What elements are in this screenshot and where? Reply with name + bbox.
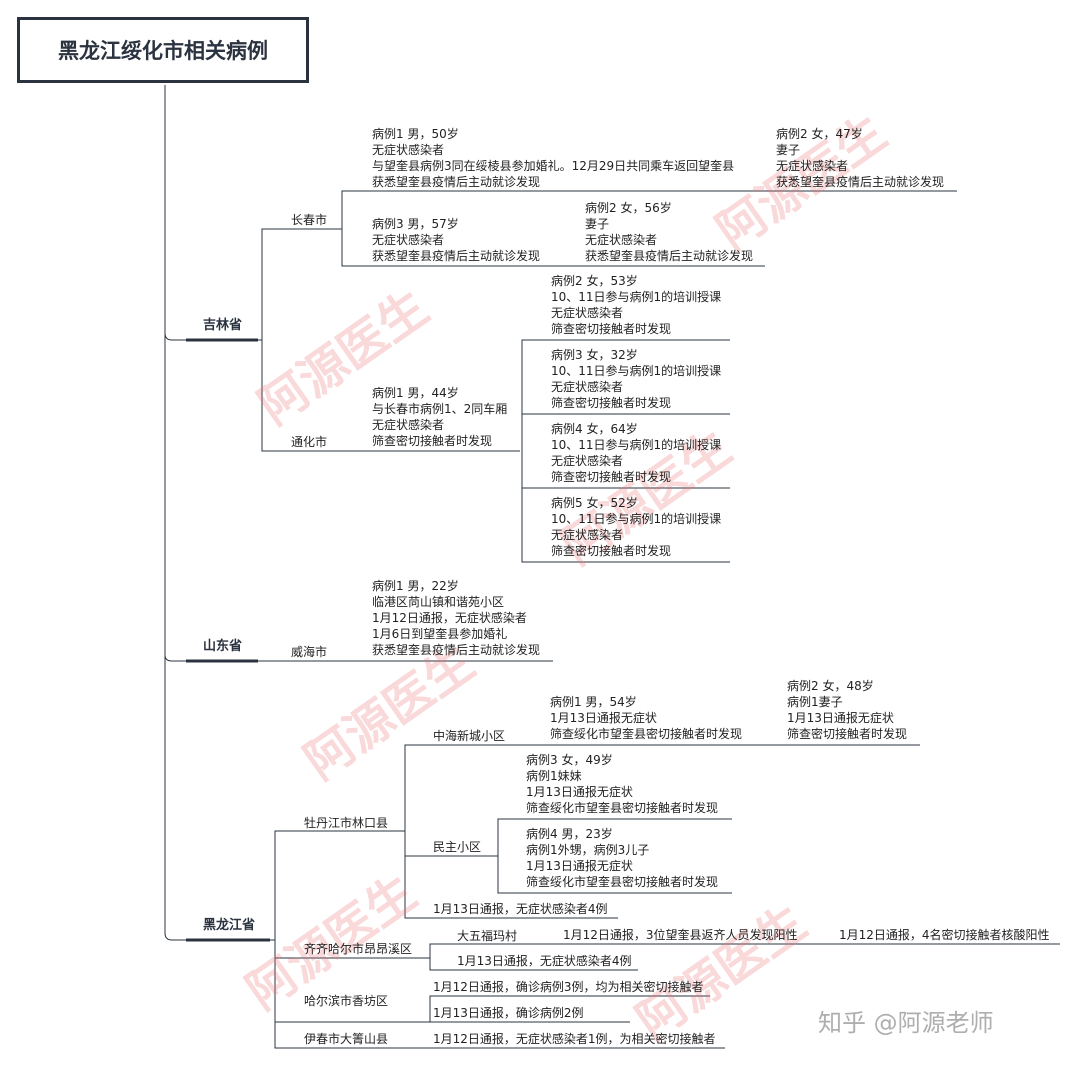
case-line: 获悉望奎县疫情后主动就诊发现 [776, 175, 945, 189]
case-node: 病例1 男，22岁临港区苘山镇和谐苑小区 1月12日通报，无症状感染者 1月6日到望… [372, 578, 540, 658]
case-line: 病例1妹妹 [526, 769, 582, 783]
case-line: 获悉望奎县疫情后主动就诊发现 [372, 175, 541, 189]
note: 1月12日通报，无症状感染者1例，为相关密切接触者 [433, 1032, 716, 1046]
case-line: 无症状感染者 [585, 233, 658, 247]
city-changchun: 长春市 [291, 213, 328, 227]
case-line: 获悉望奎县疫情后主动就诊发现 [372, 249, 541, 263]
page-title: 黑龙江绥化市相关病例 [17, 17, 309, 83]
community-zhonghai: 中海新城小区 [433, 729, 506, 743]
case-line: 10、11日参与病例1的培训授课 [551, 438, 722, 452]
case-line: 筛查密切接触者时发现 [551, 396, 672, 410]
case-line: 筛查密切接触者时发现 [551, 470, 672, 484]
city-mudanjiang: 牡丹江市林口县 [304, 816, 389, 830]
case-line: 筛查密切接触者时发现 [787, 727, 908, 741]
note: 1月12日通报，3位望奎县返齐人员发现阳性 [563, 928, 798, 942]
case-node: 病例3 女，49岁病例1妹妹 1月13日通报无症状筛查绥化市望奎县密切接触者时发现 [526, 752, 718, 816]
province-shandong: 山东省 [203, 639, 243, 654]
case-line: 无症状感染者 [372, 418, 445, 432]
case-line: 无症状感染者 [551, 528, 624, 542]
case-node: 病例5 女，52岁 10、11日参与病例1的培训授课无症状感染者筛查密切接触者时发… [551, 495, 721, 559]
province-jilin: 吉林省 [203, 318, 243, 333]
case-line: 筛查密切接触者时发现 [551, 322, 672, 336]
case-line: 病例1 男，54岁 [550, 695, 637, 709]
case-line: 筛查密切接触者时发现 [372, 434, 493, 448]
case-node: 病例2 女，53岁 10、11日参与病例1的培训授课无症状感染者筛查密切接触者时发… [551, 273, 721, 337]
case-node: 病例4 男，23岁病例1外甥，病例3儿子 1月13日通报无症状筛查绥化市望奎县密切… [526, 826, 718, 890]
case-line: 无症状感染者 [551, 306, 624, 320]
note: 1月13日通报，确诊病例2例 [433, 1006, 584, 1020]
case-line: 病例4 女，64岁 [551, 422, 638, 436]
note: 1月13日通报，无症状感染者4例 [457, 954, 632, 968]
case-node: 病例4 女，64岁 10、11日参与病例1的培训授课无症状感染者筛查密切接触者时发… [551, 421, 721, 485]
case-line: 筛查绥化市望奎县密切接触者时发现 [526, 875, 719, 889]
case-line: 10、11日参与病例1的培训授课 [551, 364, 722, 378]
case-line: 病例2 女，53岁 [551, 274, 638, 288]
case-line: 病例3 女，32岁 [551, 348, 638, 362]
case-line: 病例1 男，50岁 [372, 127, 459, 141]
city-weihai: 威海市 [291, 645, 328, 659]
case-line: 获悉望奎县疫情后主动就诊发现 [585, 249, 754, 263]
case-line: 1月13日通报无症状 [550, 711, 657, 725]
credit-watermark: 知乎 @阿源老师 [818, 1009, 994, 1037]
case-line: 病例2 女，56岁 [585, 201, 672, 215]
case-line: 筛查绥化市望奎县密切接触者时发现 [526, 801, 719, 815]
case-line: 与长春市病例1、2同车厢 [372, 402, 508, 416]
case-node: 病例3 男，57岁无症状感染者获悉望奎县疫情后主动就诊发现 [372, 216, 540, 264]
city-yichun: 伊春市大箐山县 [304, 1032, 389, 1046]
case-line: 无症状感染者 [372, 143, 445, 157]
case-line: 无症状感染者 [551, 380, 624, 394]
case-line: 1月6日到望奎县参加婚礼 [372, 627, 508, 641]
case-line: 病例5 女，52岁 [551, 496, 638, 510]
city-qiqihar: 齐齐哈尔市昂昂溪区 [304, 942, 413, 956]
case-line: 无症状感染者 [776, 159, 849, 173]
note: 1月12日通报，4名密切接触者核酸阳性 [839, 928, 1050, 942]
case-line: 病例2 女，48岁 [787, 679, 874, 693]
case-line: 获悉望奎县疫情后主动就诊发现 [372, 643, 541, 657]
case-node: 病例2 女，48岁病例1妻子 1月13日通报无症状筛查密切接触者时发现 [787, 678, 907, 742]
case-line: 与望奎县病例3同在绥棱县参加婚礼。12月29日共同乘车返回望奎县 [372, 159, 735, 173]
case-line: 无症状感染者 [551, 454, 624, 468]
case-line: 病例2 女，47岁 [776, 127, 863, 141]
case-line: 病例1外甥，病例3儿子 [526, 843, 650, 857]
case-line: 1月12日通报，无症状感染者 [372, 611, 527, 625]
case-line: 1月13日通报无症状 [787, 711, 894, 725]
case-node: 病例2 女，56岁妻子无症状感染者获悉望奎县疫情后主动就诊发现 [585, 200, 753, 264]
case-node: 病例1 男，44岁与长春市病例1、2同车厢无症状感染者筛查密切接触者时发现 [372, 385, 507, 449]
case-line: 筛查绥化市望奎县密切接触者时发现 [550, 727, 743, 741]
case-node: 病例1 男，50岁无症状感染者与望奎县病例3同在绥棱县参加婚礼。12月29日共同… [372, 126, 734, 190]
case-line: 10、11日参与病例1的培训授课 [551, 512, 722, 526]
case-line: 病例3 男，57岁 [372, 217, 459, 231]
case-node: 病例3 女，32岁 10、11日参与病例1的培训授课无症状感染者筛查密切接触者时发… [551, 347, 721, 411]
note: 1月12日通报，确诊病例3例，均为相关密切接触者 [433, 980, 704, 994]
case-node: 病例2 女，47岁妻子无症状感染者获悉望奎县疫情后主动就诊发现 [776, 126, 944, 190]
note: 1月13日通报，无症状感染者4例 [433, 902, 608, 916]
case-line: 妻子 [776, 143, 801, 157]
case-line: 病例4 男，23岁 [526, 827, 613, 841]
city-harbin: 哈尔滨市香坊区 [304, 994, 389, 1008]
case-node: 病例1 男，54岁 1月13日通报无症状筛查绥化市望奎县密切接触者时发现 [550, 694, 742, 742]
case-line: 无症状感染者 [372, 233, 445, 247]
province-heilongjiang: 黑龙江省 [203, 918, 256, 933]
case-line: 病例1 男，22岁 [372, 579, 459, 593]
case-line: 10、11日参与病例1的培训授课 [551, 290, 722, 304]
case-line: 1月13日通报无症状 [526, 859, 633, 873]
case-line: 病例1妻子 [787, 695, 843, 709]
case-line: 病例3 女，49岁 [526, 753, 613, 767]
case-line: 筛查密切接触者时发现 [551, 544, 672, 558]
case-line: 病例1 男，44岁 [372, 386, 459, 400]
community-dawu: 大五福玛村 [457, 929, 518, 943]
community-minzhu: 民主小区 [433, 840, 482, 854]
case-line: 1月13日通报无症状 [526, 785, 633, 799]
city-tonghua: 通化市 [291, 435, 328, 449]
case-line: 妻子 [585, 217, 610, 231]
case-line: 临港区苘山镇和谐苑小区 [372, 595, 505, 609]
